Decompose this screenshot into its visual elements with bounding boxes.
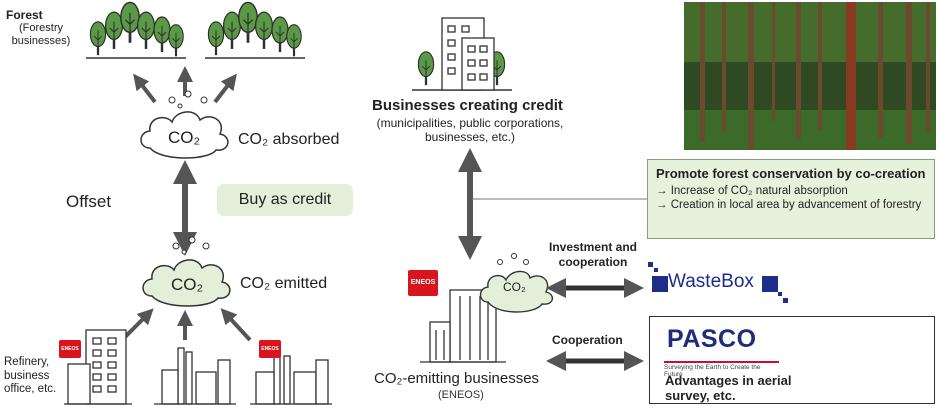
- co2-emitting-cloud-icon: [479, 253, 553, 313]
- forest-right-icon: [205, 1, 305, 59]
- pasco-advantage: Advantages in aerial survey, etc.: [665, 373, 792, 403]
- wastebox-logo-mark: [648, 262, 788, 303]
- eneos-logo-left: ENEOS: [59, 340, 81, 358]
- co2-emitted-label: CO₂ emitted: [240, 275, 328, 292]
- credit-business-building-icon: [412, 17, 512, 91]
- factory-right-icon: [250, 345, 332, 405]
- pasco-box: PASCO Surveying the Earth to Create the …: [649, 316, 935, 404]
- investment-label: Investment and cooperation: [548, 240, 638, 269]
- co2-emitted-cloud-label: CO₂: [171, 275, 204, 294]
- promote-item: → Increase of CO₂ natural absorption: [656, 185, 848, 197]
- co2-absorbed-cloud-label: CO₂: [168, 128, 201, 147]
- promote-box: Promote forest conservation by co-creati…: [647, 159, 935, 239]
- co2-absorbed-cloud-icon: [140, 90, 229, 159]
- eneos-logo-right: ENEOS: [259, 340, 281, 358]
- forest-title: Forest: [6, 8, 43, 22]
- promote-heading: Promote forest conservation by co-creati…: [656, 166, 926, 181]
- co2-emitting-cloud-label: CO₂: [503, 280, 526, 294]
- office-building-icon: [64, 329, 132, 405]
- eneos-logo-center: ENEOS: [408, 270, 438, 296]
- cooperation-label: Cooperation: [552, 333, 623, 347]
- pasco-tagline: Surveying the Earth to Create the Future: [664, 361, 779, 378]
- emitting-business-building-icon: [420, 289, 506, 363]
- promote-item: → Creation in local area by advancement …: [656, 199, 922, 211]
- forest-photo: [684, 2, 936, 150]
- businesses-credit-title: Businesses creating credit: [372, 97, 563, 114]
- co2-absorbed-label: CO₂ absorbed: [238, 131, 340, 148]
- emit-arrows: [120, 308, 252, 342]
- forest-subtitle: (Forestry businesses): [11, 22, 71, 47]
- refinery-label: Refinery, business office, etc.: [4, 356, 57, 395]
- buy-as-credit-label: Buy as credit: [217, 184, 353, 216]
- co2-emitted-cloud-icon: [142, 236, 231, 307]
- forest-left-icon: [86, 1, 186, 59]
- emitting-businesses-title: CO₂-emitting businesses: [374, 370, 540, 387]
- pasco-logo: PASCO: [667, 325, 757, 353]
- absorb-arrows: [133, 66, 237, 104]
- emitting-businesses-subtitle: (ENEOS): [438, 389, 484, 401]
- wastebox-logo: WasteBox: [668, 271, 754, 292]
- businesses-credit-subtitle: (municipalities, public corporations, bu…: [376, 116, 564, 144]
- offset-label: Offset: [66, 192, 112, 211]
- factory-middle-icon: [154, 347, 236, 405]
- credit-emitting-double-arrow: [458, 148, 647, 260]
